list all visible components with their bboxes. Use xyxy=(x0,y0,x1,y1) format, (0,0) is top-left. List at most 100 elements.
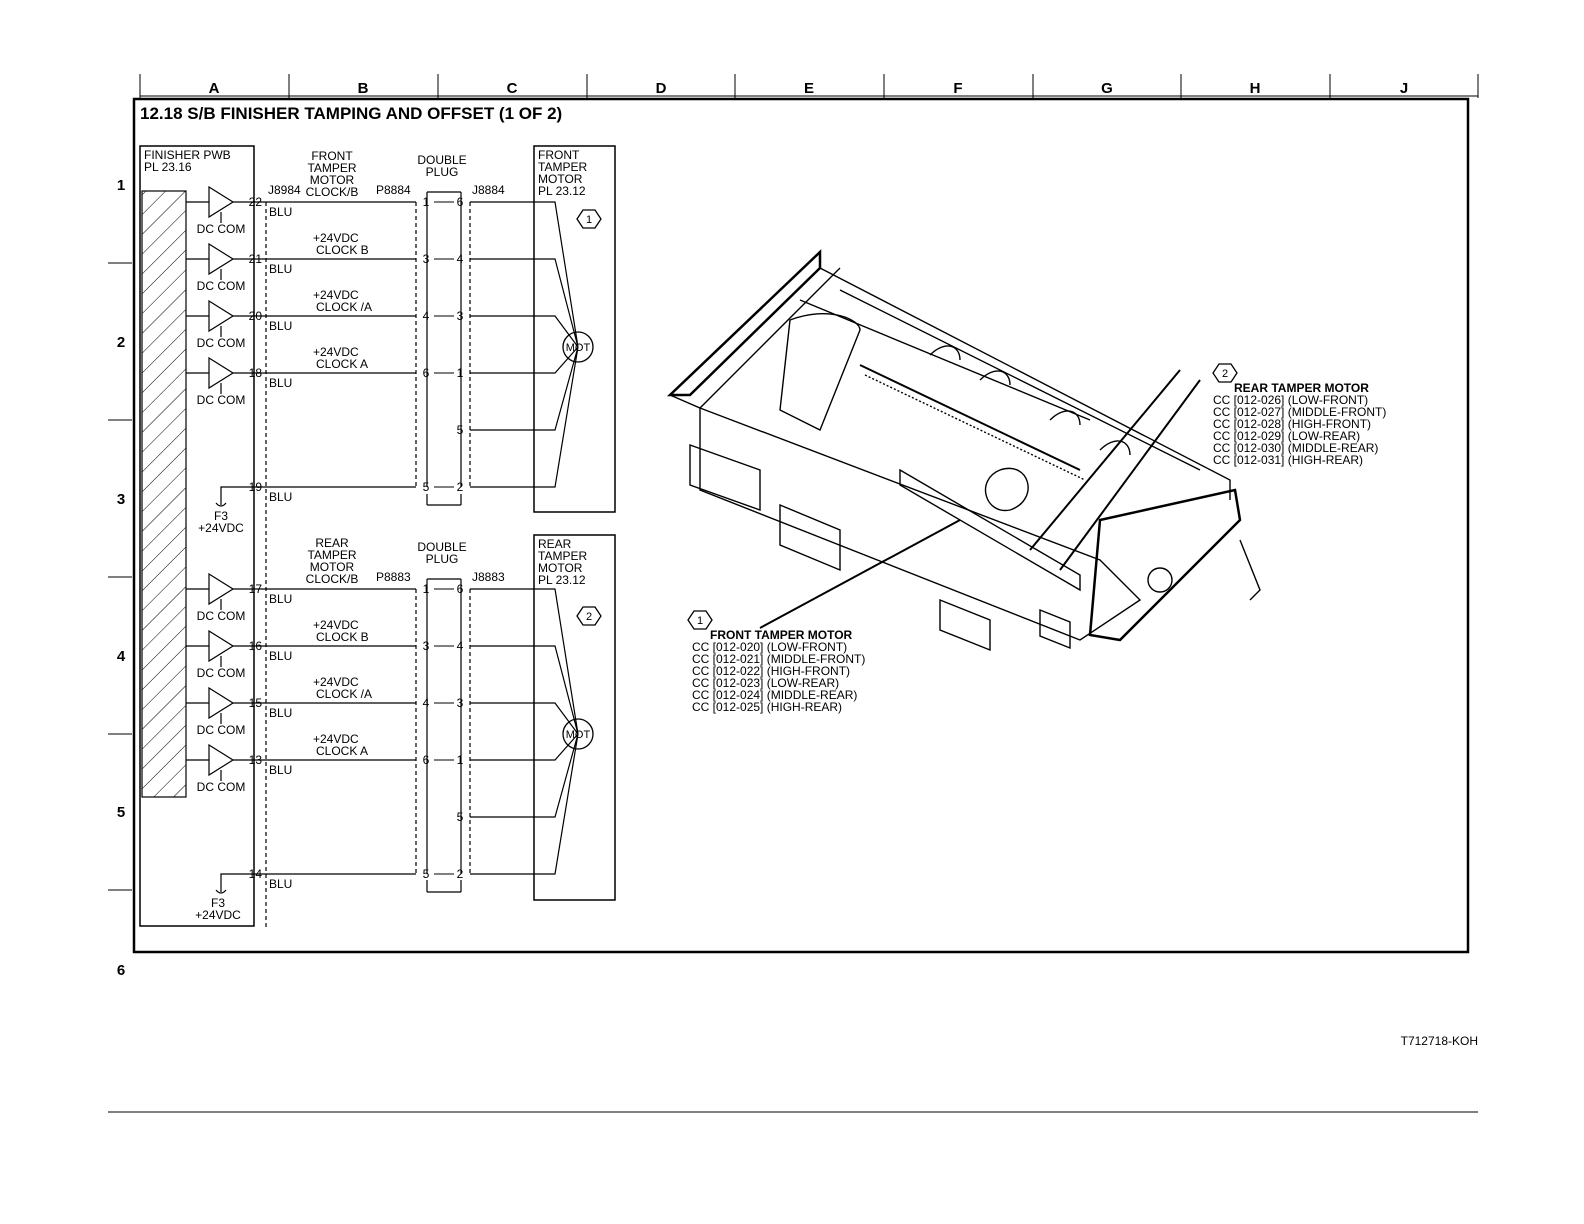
motor-block-line: TAMPER xyxy=(538,549,587,563)
plug-pin: 3 xyxy=(423,252,430,266)
column-label: E xyxy=(804,80,814,97)
plug-pin: 5 xyxy=(423,480,430,494)
chain-code: CC [012-025] (HIGH-REAR) xyxy=(692,700,842,714)
signal-name: CLOCK A xyxy=(316,744,368,758)
motor-block-line: PL 23.12 xyxy=(538,184,586,198)
front-labels: FRONT TAMPER MOTOR CLOCK/B DOUBLE PLUG J… xyxy=(268,149,505,504)
wire-color: BLU xyxy=(269,649,292,663)
motor-block-line: PL 23.12 xyxy=(538,573,586,587)
pwb-hatched-area xyxy=(141,190,187,798)
dc-com-label: DC COM xyxy=(197,780,246,794)
chain-code: CC [012-026] (LOW-FRONT) xyxy=(1213,393,1368,407)
plug-pin: 5 xyxy=(457,423,464,437)
connector-id: P8883 xyxy=(376,570,411,584)
callout-hexagon xyxy=(687,610,713,630)
chain-code: CC [012-028] (HIGH-FRONT) xyxy=(1213,417,1371,431)
callout-number: 1 xyxy=(586,214,592,226)
dc-com-label: DC COM xyxy=(197,222,246,236)
double-plug-label: DOUBLE xyxy=(417,153,466,167)
double-plug-label: PLUG xyxy=(426,165,459,179)
dc-com-label: DC COM xyxy=(197,279,246,293)
plug-pin: 3 xyxy=(423,639,430,653)
row-ruler: 1 2 3 4 5 6 xyxy=(108,177,132,979)
chain-code: CC [012-024] (MIDDLE-REAR) xyxy=(692,688,857,702)
wire-color: BLU xyxy=(269,763,292,777)
plug-pin: 6 xyxy=(423,753,430,767)
rear-tamper-motor-block: REAR TAMPER MOTOR PL 23.12 MOT 2 xyxy=(533,534,616,901)
plug-pin: 3 xyxy=(457,696,464,710)
callout-title: FRONT TAMPER MOTOR xyxy=(710,628,853,642)
front-tamper-motor-block: FRONT TAMPER MOTOR PL 23.12 MOT 1 xyxy=(533,145,616,513)
wire-color: BLU xyxy=(269,319,292,333)
column-label: H xyxy=(1250,80,1261,97)
callout-title: REAR TAMPER MOTOR xyxy=(1234,381,1369,395)
row-label: 2 xyxy=(117,334,125,351)
front-tamper-motor-callout: 1 FRONT TAMPER MOTOR CC [012-020] (LOW-F… xyxy=(687,610,865,714)
fuse-voltage: +24VDC xyxy=(198,521,244,535)
signal-name: +24VDC xyxy=(313,732,359,746)
plug-pin: 5 xyxy=(457,810,464,824)
chain-code: CC [012-031] (HIGH-REAR) xyxy=(1213,453,1363,467)
double-plug-label: PLUG xyxy=(426,552,459,566)
plug-pin: 2 xyxy=(457,480,464,494)
plug-pin: 6 xyxy=(423,366,430,380)
dc-com-label: DC COM xyxy=(197,336,246,350)
row-label: 3 xyxy=(117,491,125,508)
callout-number: 1 xyxy=(697,615,703,627)
chain-code: CC [012-030] (MIDDLE-REAR) xyxy=(1213,441,1378,455)
plug-pin: 5 xyxy=(423,867,430,881)
signal-block-line: CLOCK/B xyxy=(306,572,359,586)
plug-pin: 1 xyxy=(457,366,464,380)
page-title: 12.18 S/B FINISHER TAMPING AND OFFSET (1… xyxy=(140,104,562,123)
finisher-tamper-illustration xyxy=(666,249,1261,652)
plug-pin: 2 xyxy=(457,867,464,881)
motor-symbol-label: MOT xyxy=(566,729,591,741)
plug-pin: 4 xyxy=(457,639,464,653)
connector-id: J8984 xyxy=(268,183,301,197)
signal-name: CLOCK B xyxy=(316,243,369,257)
signal-block-line: MOTOR xyxy=(310,173,355,187)
signal-name: CLOCK /A xyxy=(316,687,372,701)
row-label: 1 xyxy=(117,177,125,194)
motor-block-line: MOTOR xyxy=(538,561,583,575)
signal-name: +24VDC xyxy=(313,618,359,632)
plug-pin: 4 xyxy=(423,696,430,710)
finisher-pwb: FINISHER PWB PL 23.16 xyxy=(139,145,255,927)
dc-com-label: DC COM xyxy=(197,393,246,407)
callout-number: 2 xyxy=(1222,368,1228,380)
wire-color: BLU xyxy=(269,490,292,504)
rear-harness xyxy=(254,578,579,893)
signal-block-line: TAMPER xyxy=(307,161,356,175)
signal-block-line: FRONT xyxy=(311,149,353,163)
fuse-label: F3 xyxy=(214,509,228,523)
chain-code: CC [012-029] (LOW-REAR) xyxy=(1213,429,1360,443)
plug-pin: 1 xyxy=(457,753,464,767)
wire-color: BLU xyxy=(269,376,292,390)
pwb-name: FINISHER PWB xyxy=(144,148,231,162)
motor-block-line: TAMPER xyxy=(538,160,587,174)
signal-name: +24VDC xyxy=(313,675,359,689)
motor-symbol xyxy=(562,718,594,750)
connector-id: P8884 xyxy=(376,183,411,197)
connector-id: J8884 xyxy=(472,183,505,197)
column-label: A xyxy=(209,80,220,97)
signal-name: +24VDC xyxy=(313,288,359,302)
chain-code: CC [012-020] (LOW-FRONT) xyxy=(692,640,847,654)
row-label: 4 xyxy=(117,648,126,665)
rear-labels: REAR TAMPER MOTOR CLOCK/B DOUBLE PLUG P8… xyxy=(269,536,505,891)
dc-com-label: DC COM xyxy=(197,609,246,623)
chain-code: CC [012-023] (LOW-REAR) xyxy=(692,676,839,690)
signal-block-line: MOTOR xyxy=(310,560,355,574)
fuse-voltage: +24VDC xyxy=(195,908,241,922)
wire-color: BLU xyxy=(269,877,292,891)
signal-block-line: REAR xyxy=(315,536,349,550)
row-label: 5 xyxy=(117,804,125,821)
motor-block-line: FRONT xyxy=(538,148,580,162)
wire-color: BLU xyxy=(269,592,292,606)
wire-color: BLU xyxy=(269,205,292,219)
column-label: B xyxy=(358,80,369,97)
column-ruler: A B C D E F G H J xyxy=(139,74,1479,98)
column-label: D xyxy=(656,80,667,97)
signal-name: +24VDC xyxy=(313,345,359,359)
fuse-f3: F3 +24VDC F3 +24VDC xyxy=(195,486,254,922)
